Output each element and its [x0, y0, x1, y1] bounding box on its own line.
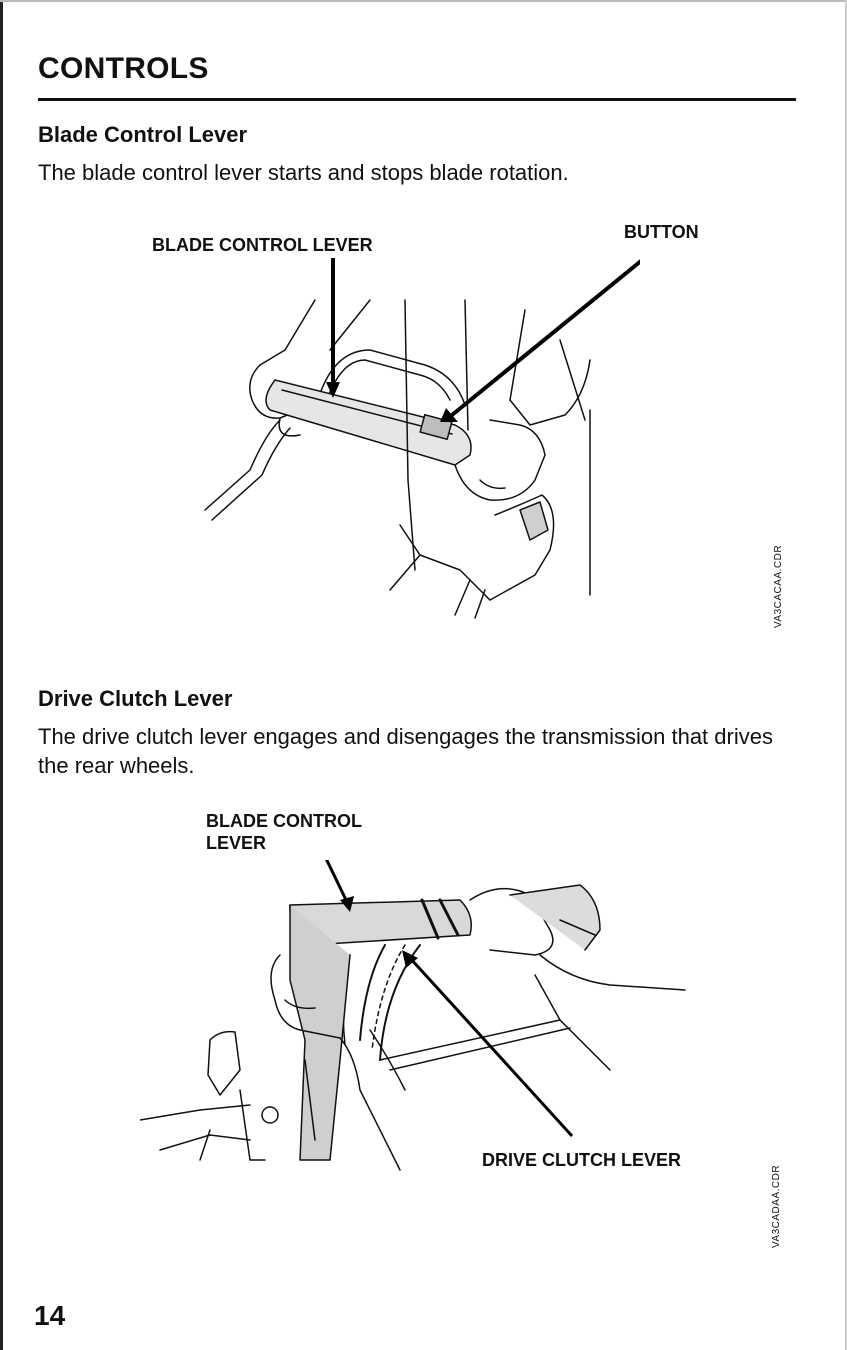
drive-clutch-description: The drive clutch lever engages and disen… — [38, 722, 798, 780]
title-rule — [38, 98, 796, 101]
blade-figure-code: VA3CACAA.CDR — [773, 545, 784, 628]
blade-control-lever-callout: BLADE CONTROL LEVER — [152, 234, 373, 256]
blade-control-lever-callout-2-line1: BLADE CONTROL — [206, 810, 362, 832]
button-callout: BUTTON — [624, 221, 699, 243]
page-number: 14 — [34, 1300, 65, 1332]
blade-control-heading: Blade Control Lever — [38, 122, 247, 148]
drive-clutch-lever-callout: DRIVE CLUTCH LEVER — [482, 1149, 681, 1171]
page-edge-top — [0, 0, 847, 2]
page-title: CONTROLS — [38, 52, 209, 86]
blade-control-lever-callout-2-line2: LEVER — [206, 832, 266, 854]
blade-control-illustration — [190, 240, 640, 630]
drive-clutch-heading: Drive Clutch Lever — [38, 686, 232, 712]
page-edge-left — [0, 0, 3, 1350]
blade-control-description: The blade control lever starts and stops… — [38, 158, 798, 187]
drive-figure-code: VA3CADAA.CDR — [771, 1165, 782, 1248]
